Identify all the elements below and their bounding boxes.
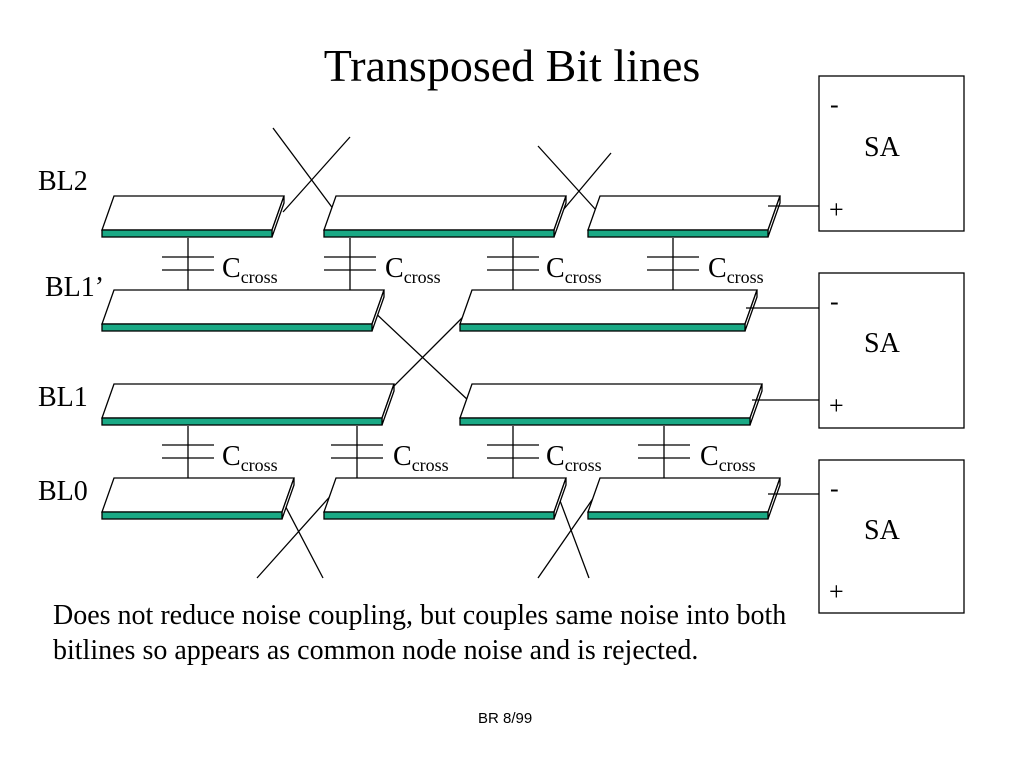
bitline-bar — [101, 477, 295, 520]
capacitor-symbol — [487, 256, 539, 271]
bitline-bar — [587, 195, 781, 238]
capacitor-label: Ccross — [708, 253, 764, 287]
bitline-bar — [587, 477, 781, 520]
twist-line — [272, 127, 335, 211]
capacitor-label: Ccross — [393, 441, 449, 475]
capacitor-label: Ccross — [222, 441, 278, 475]
capacitor-symbol — [638, 444, 690, 459]
bitline-bar — [459, 383, 763, 426]
capacitor-label: Ccross — [385, 253, 441, 287]
capacitor-label: Ccross — [700, 441, 756, 475]
sense-amp-minus: - — [830, 90, 839, 119]
bitline-bar — [459, 289, 758, 332]
capacitor-label: Ccross — [546, 253, 602, 287]
bitline-label-bl0: BL0 — [38, 476, 88, 507]
bitline-bar — [323, 477, 567, 520]
sense-amp-plus: + — [829, 577, 844, 606]
caption-text: Does not reduce noise coupling, but coup… — [53, 600, 787, 666]
capacitor-label: Ccross — [546, 441, 602, 475]
sense-amp-plus: + — [829, 195, 844, 224]
sense-amp-top: - SA + — [818, 75, 965, 232]
twist-line — [537, 145, 597, 211]
twist-line — [369, 307, 471, 403]
sense-amp-label: SA — [864, 328, 901, 359]
twist-line — [379, 309, 471, 401]
capacitor-symbol — [324, 256, 376, 271]
bitline-label-bl1-prime: BL1’ — [45, 272, 104, 303]
bitline-bar — [101, 289, 385, 332]
sense-amp-minus: - — [830, 287, 839, 316]
capacitor-symbol — [487, 444, 539, 459]
bitline-bars — [101, 195, 781, 520]
slide-title: Transposed Bit lines — [323, 40, 701, 91]
capacitor-plates — [162, 256, 699, 459]
sense-amp-minus: - — [830, 474, 839, 503]
bitline-bar — [101, 383, 395, 426]
twist-line — [282, 136, 351, 213]
sense-amp-plus: + — [829, 391, 844, 420]
bitline-label-bl2: BL2 — [38, 166, 88, 197]
bitline-label-bl1: BL1 — [38, 382, 88, 413]
twist-line — [256, 491, 335, 579]
capacitor-label: Ccross — [222, 253, 278, 287]
footer-text: BR 8/99 — [478, 710, 533, 727]
bitline-bar — [323, 195, 567, 238]
bitline-bar — [101, 195, 285, 238]
sense-amp-label: SA — [864, 515, 901, 546]
sense-amp-middle: - SA + — [818, 272, 965, 429]
capacitor-symbol — [162, 444, 214, 459]
sense-amp-bottom: - SA + — [818, 459, 965, 614]
sense-amp-label: SA — [864, 132, 901, 163]
twist-line — [555, 489, 590, 579]
twist-line — [537, 486, 602, 579]
capacitor-symbol — [162, 256, 214, 271]
capacitor-symbol — [331, 444, 383, 459]
capacitor-symbol — [647, 256, 699, 271]
